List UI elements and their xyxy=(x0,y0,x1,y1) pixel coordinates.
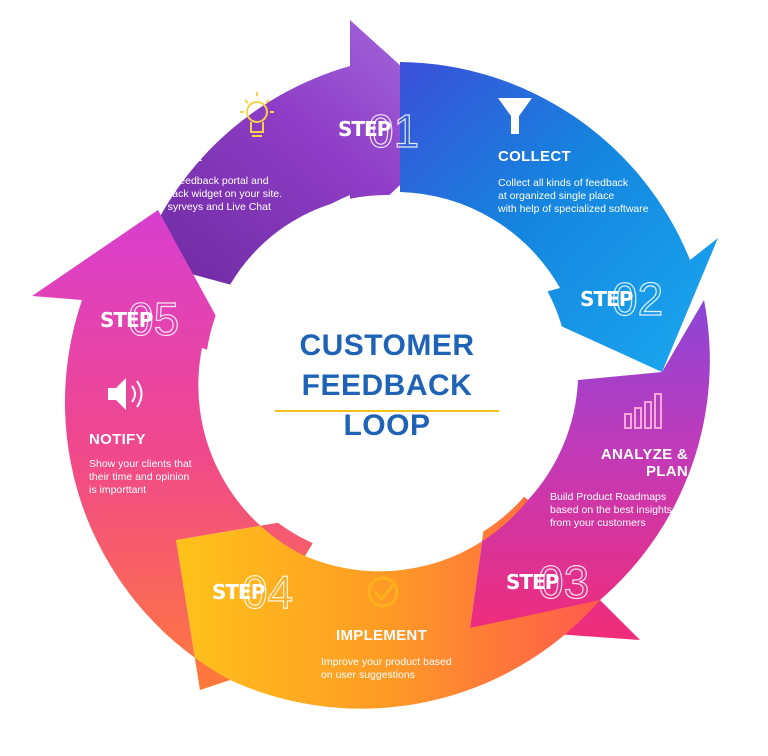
segment-analyze xyxy=(470,300,710,640)
implement-line: on user suggestions xyxy=(321,669,415,681)
analyze-line: from your customers xyxy=(550,517,646,529)
analyze-heading: ANALYZE & PLAN xyxy=(588,446,688,480)
notify-line: Show your clients that xyxy=(89,458,192,470)
collect-line: at organized single place xyxy=(498,190,615,202)
collect-heading: COLLECT xyxy=(498,148,571,165)
step-01-number: 01 xyxy=(367,104,420,157)
ask-line: feedback widget on your site. xyxy=(146,188,282,200)
implement-description: Improve your product based on user sugge… xyxy=(321,656,452,682)
step-04-number: 04 xyxy=(241,565,294,618)
step-01-label: STEP xyxy=(338,117,391,141)
step-02-number: 02 xyxy=(611,272,664,325)
ask-heading: ASK xyxy=(170,148,203,165)
collect-line: Collect all kinds of feedback xyxy=(498,177,629,189)
title-line-1: CUSTOMER xyxy=(299,329,475,362)
center-circle xyxy=(205,195,569,559)
analyze-description: Build Product Roadmaps based on the best… xyxy=(550,491,672,530)
step-02-label: STEP xyxy=(580,287,633,311)
bar-chart-icon xyxy=(624,393,662,429)
implement-heading: IMPLEMENT xyxy=(336,627,428,644)
implement-line: Improve your product based xyxy=(321,656,452,668)
notify-description: Show your clients that their time and op… xyxy=(89,458,192,497)
analyze-line: Build Product Roadmaps xyxy=(550,491,667,503)
check-circle-icon xyxy=(367,576,399,608)
step-05-label: STEP xyxy=(100,308,153,332)
ask-line: Install feedback portal and xyxy=(146,175,269,187)
step-05-number: 05 xyxy=(127,292,180,345)
notify-line: is importtant xyxy=(89,484,147,496)
collect-line: with help of specialized software xyxy=(498,203,649,215)
step-03-number: 03 xyxy=(537,555,590,608)
notify-heading: NOTIFY xyxy=(89,431,146,448)
step-04-label: STEP xyxy=(212,580,265,604)
notify-line: their time and opinion xyxy=(89,471,190,483)
segment-collect xyxy=(400,62,718,372)
collect-description: Collect all kinds of feedback at organiz… xyxy=(498,177,649,216)
title-line-2: FEEDBACK LOOP xyxy=(301,369,473,442)
funnel-icon xyxy=(498,98,532,134)
segment-ask xyxy=(140,20,465,290)
speaker-icon xyxy=(108,378,143,410)
analyze-line: based on the best insights xyxy=(550,504,673,516)
lightbulb-icon xyxy=(240,92,274,137)
segment-notify xyxy=(32,210,330,690)
analyze-heading-line: PLAN xyxy=(645,463,688,480)
analyze-heading-line: ANALYZE & xyxy=(600,446,688,463)
ask-line: Use syrveys and Live Chat xyxy=(146,201,271,213)
diagram-title: CUSTOMER FEEDBACK LOOP xyxy=(256,326,518,446)
step-03-label: STEP xyxy=(506,570,559,594)
title-underline xyxy=(275,410,499,412)
ask-description: Install feedback portal and feedback wid… xyxy=(146,175,282,214)
